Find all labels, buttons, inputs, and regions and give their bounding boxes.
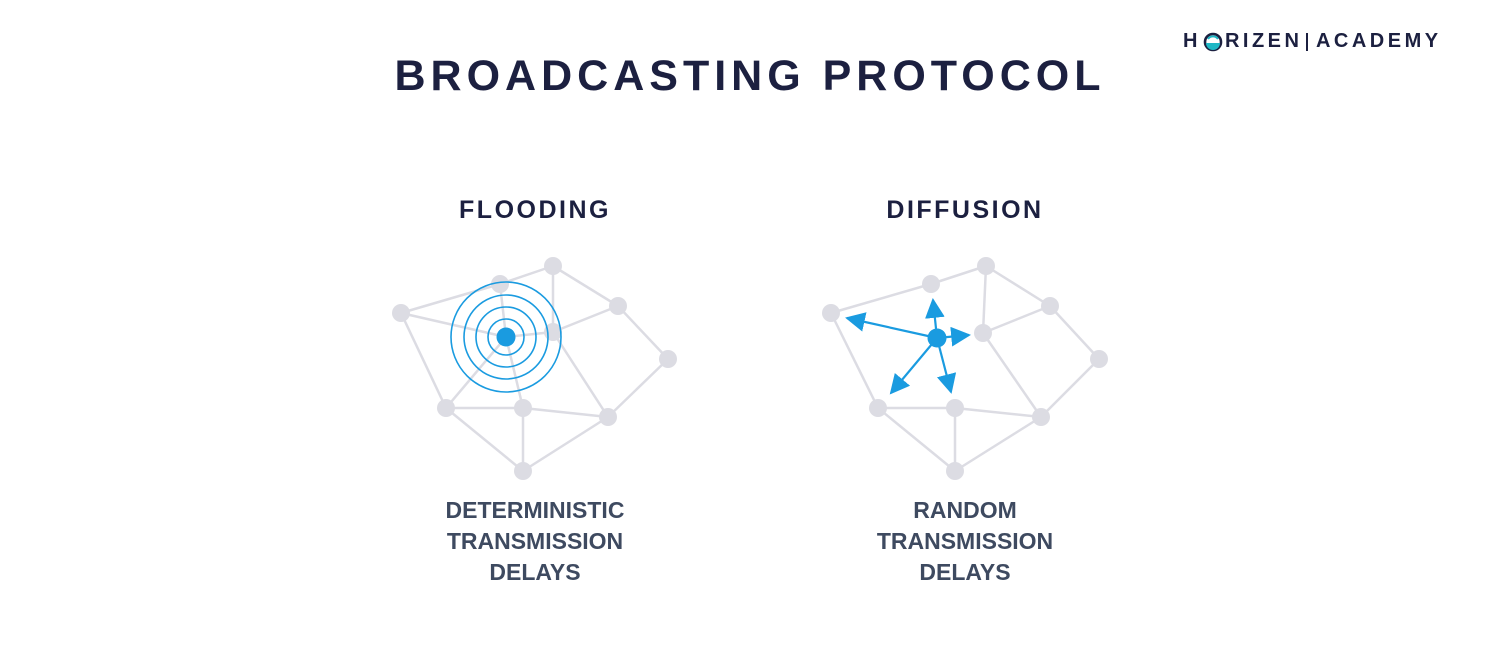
flooding-caption-line: DELAYS xyxy=(489,559,581,585)
diffusion-edges xyxy=(829,264,1100,473)
logo-word-rizen: RIZEN xyxy=(1224,30,1303,52)
diffusion-node xyxy=(822,304,840,322)
flooding-node xyxy=(544,257,562,275)
diffusion-node xyxy=(977,257,995,275)
diffusion-arrows xyxy=(845,298,971,395)
flooding-node xyxy=(514,462,532,480)
diffusion-node xyxy=(1090,350,1108,368)
flooding-node xyxy=(659,350,677,368)
diffusion-arrow xyxy=(889,337,938,395)
diffusion-caption-line: RANDOM xyxy=(913,497,1017,523)
diffusion-caption-line: TRANSMISSION xyxy=(876,528,1054,554)
flooding-node xyxy=(437,399,455,417)
flooding-node xyxy=(599,408,617,426)
diffusion-node xyxy=(946,462,964,480)
flooding-node xyxy=(514,399,532,417)
flooding-node xyxy=(491,275,509,293)
diffusion-node xyxy=(922,275,940,293)
flooding-caption: DETERMINISTIC TRANSMISSION DELAYS xyxy=(385,495,685,588)
diffusion-node xyxy=(1032,408,1050,426)
flooding-title: FLOODING xyxy=(459,196,611,224)
diffusion-caption-line: DELAYS xyxy=(919,559,1011,585)
diffusion-node xyxy=(946,399,964,417)
diffusion-node xyxy=(869,399,887,417)
flooding-network xyxy=(392,257,677,480)
diffusion-arrow xyxy=(845,312,938,340)
flooding-node xyxy=(609,297,627,315)
diffusion-network xyxy=(822,257,1108,480)
flooding-caption-line: DETERMINISTIC xyxy=(445,497,625,523)
diffusion-source-node xyxy=(927,328,947,348)
horizen-o-icon xyxy=(1203,32,1223,51)
flooding-wave-rings xyxy=(450,281,562,393)
diffusion-title: DIFFUSION xyxy=(886,196,1044,224)
diffusion-node xyxy=(974,324,992,342)
horizen-academy-logo: H RIZEN ACADEMY xyxy=(1183,30,1442,53)
logo-letter-h: H xyxy=(1183,30,1201,52)
diffusion-node xyxy=(1041,297,1059,315)
flooding-source-node xyxy=(496,327,516,347)
logo-word-academy: ACADEMY xyxy=(1315,30,1442,52)
diffusion-nodes xyxy=(822,257,1108,480)
logo-divider xyxy=(1306,32,1308,51)
flooding-caption-line: TRANSMISSION xyxy=(446,528,624,554)
page-title: BROADCASTING PROTOCOL xyxy=(394,52,1106,100)
diffusion-caption: RANDOM TRANSMISSION DELAYS xyxy=(815,495,1115,588)
flooding-node xyxy=(392,304,410,322)
